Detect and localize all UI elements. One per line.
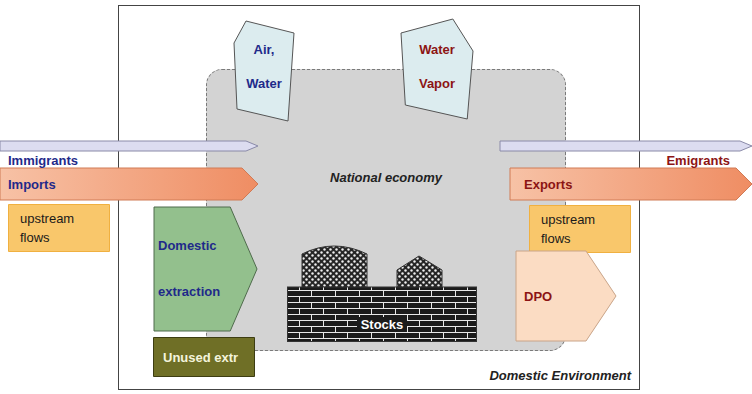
- emigrants-arrow-shape: [500, 141, 752, 151]
- node-label: Imports: [8, 177, 56, 192]
- node-label: Domestic Environment: [489, 368, 631, 383]
- node-label: Domestic extraction: [158, 223, 238, 315]
- upstream-flows-box: upstream flows: [529, 205, 631, 253]
- stock-base: [288, 287, 477, 342]
- water-vapor-outflow-outline: [401, 19, 473, 119]
- upstream-flows-box-shape: [530, 206, 631, 253]
- node-label: Water Vapor: [410, 33, 464, 101]
- exports-arrow: Exports: [510, 168, 752, 200]
- domestic-extraction-arrow-outline: [154, 207, 257, 331]
- node-label: Unused extr: [163, 350, 238, 365]
- node-label: Immigrants: [8, 153, 78, 168]
- immigrants-arrow-shape: [0, 141, 258, 151]
- stock-building: [302, 246, 367, 290]
- exports-arrow-shape: [510, 168, 752, 200]
- imports-arrow: Imports: [0, 168, 258, 200]
- node-label: DPO: [524, 289, 552, 304]
- immigrants-arrow: Immigrants: [0, 140, 258, 168]
- upstream-flows-box: upstream flows: [8, 204, 110, 252]
- domestic-extraction-arrow: Domestic extraction: [154, 207, 257, 331]
- air-water-inflow-outline: [234, 21, 294, 121]
- water-vapor-outflow-shape: [401, 19, 473, 119]
- upstream-flows-box-shape: [9, 205, 110, 252]
- unused-extraction-box-shape: [154, 338, 255, 377]
- node-label: upstream flows: [20, 209, 92, 247]
- node-label: Stocks: [357, 317, 408, 332]
- dpo-arrow: DPO: [516, 251, 616, 341]
- dpo-arrow-shape: [516, 251, 616, 341]
- stocks-figure: Stocks: [287, 242, 477, 342]
- node-label: Emigrants: [666, 153, 730, 168]
- domestic-extraction-arrow-shape: [154, 207, 257, 331]
- water-vapor-outflow: Water Vapor: [401, 19, 473, 119]
- node-label: Air, Water: [240, 33, 288, 101]
- node-label: upstream flows: [541, 210, 613, 248]
- unused-extraction-box: Unused extr: [153, 337, 255, 377]
- imports-arrow-shape: [0, 168, 258, 200]
- air-water-inflow: Air, Water: [234, 21, 294, 121]
- air-water-inflow-shape: [234, 21, 294, 121]
- stock-building: [397, 256, 442, 290]
- node-label: National economy: [330, 170, 442, 185]
- node-label: Exports: [524, 177, 572, 192]
- emigrants-arrow: Emigrants: [500, 140, 752, 168]
